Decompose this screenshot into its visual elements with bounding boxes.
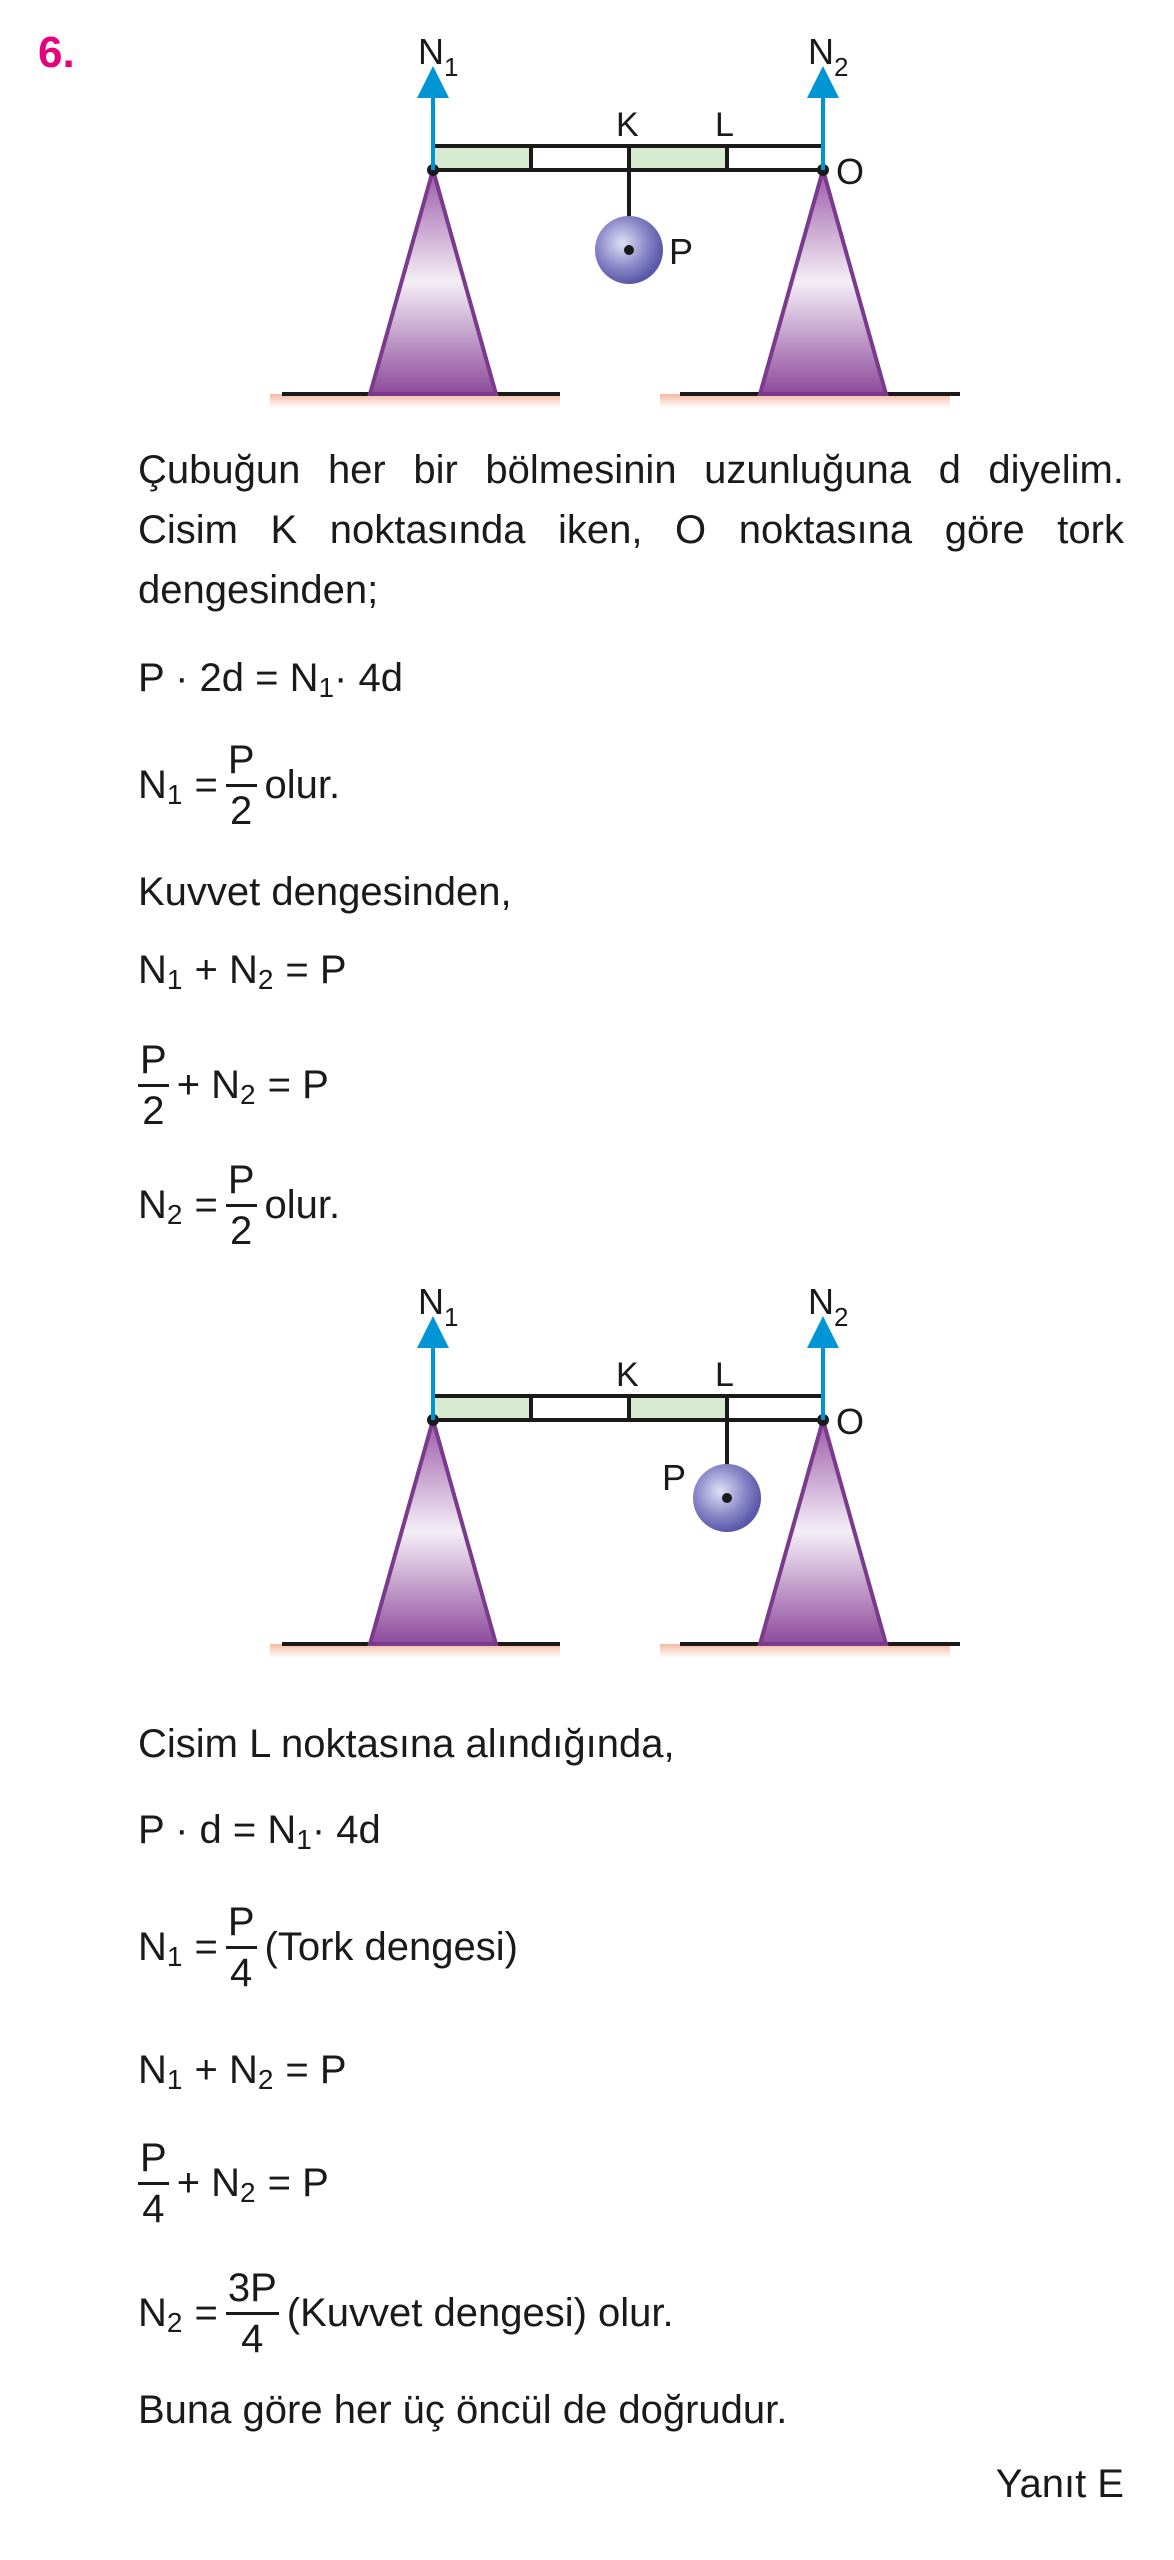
ground-right [660, 1644, 950, 1658]
support-left [367, 162, 499, 396]
ground-left [270, 394, 560, 408]
label-k: K [616, 106, 639, 144]
label-k: K [616, 1356, 639, 1394]
lever-diagram-2: N1 N2 K L O P [270, 1281, 960, 1658]
rod [431, 144, 825, 172]
label-o: O [836, 151, 864, 192]
case-l-text: Cisim L noktasına alındığında, [138, 1722, 675, 1766]
svg-text:N1: N1 [418, 1281, 458, 1332]
svg-text:N2: N2 [808, 1281, 848, 1332]
rod [431, 1394, 825, 1422]
label-o: O [836, 1401, 864, 1442]
label-l: L [715, 1356, 734, 1394]
svg-text:N2: N2 [808, 31, 848, 82]
support-left [367, 1412, 499, 1646]
label-n1: N [418, 1281, 444, 1322]
support-right [757, 1412, 889, 1646]
label-l: L [715, 106, 734, 144]
conclusion-text: Buna göre her üç öncül de doğrudur. [138, 2388, 788, 2432]
label-p: P [662, 1457, 686, 1498]
question-number: 6. [38, 28, 75, 77]
answer-label: Yanıt E [995, 2462, 1124, 2506]
svg-text:N1: N1 [418, 31, 458, 82]
label-n1: N [418, 31, 444, 72]
label-p: P [669, 231, 693, 272]
support-right [757, 162, 889, 396]
intro-paragraph: Çubuğun her bir bölmesinin uzunluğuna d … [138, 448, 1124, 612]
lever-diagram-1: N1 N2 K L O P [270, 31, 960, 408]
ground-left [270, 1644, 560, 1658]
ground-right [660, 394, 950, 408]
label-n2: N [808, 31, 834, 72]
force-balance-text: Kuvvet dengesinden, [138, 870, 512, 914]
label-n2: N [808, 1281, 834, 1322]
